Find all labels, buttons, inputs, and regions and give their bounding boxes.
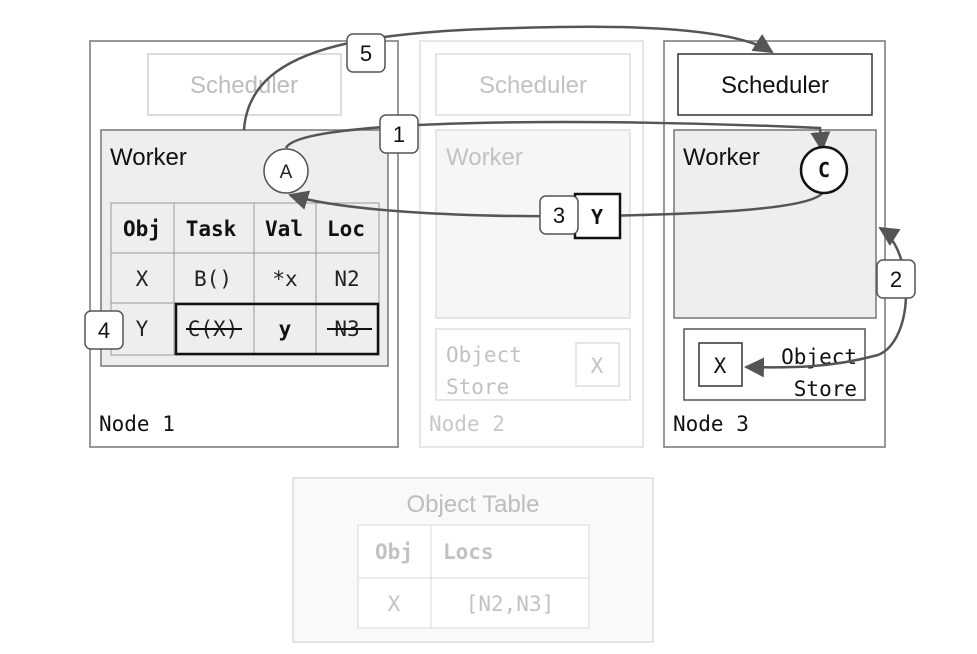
node-2-scheduler [435,53,631,116]
node-2: Scheduler Worker Object Store X Node 2 [419,40,644,448]
worker-table-cell: N2 [334,267,359,291]
node-2-label: Node 2 [429,412,505,436]
step-badge-4: 4 [84,310,124,350]
node-2-scheduler-label: Scheduler [479,72,587,99]
node-3-scheduler [677,53,873,116]
object-table: Object Table Obj Locs X [N2,N3] [292,477,654,643]
node-3-worker-label: Worker [683,144,760,171]
node-3: Scheduler Worker Object Store X Node 3 [663,40,886,448]
worker-table-cell: B() [194,267,232,291]
node-3-label: Node 3 [673,412,749,436]
task-a-label: A [280,162,293,183]
step-badge-1-label: 1 [393,122,405,147]
step-badge-3-label: 3 [553,203,565,228]
node-2-object-x-label: X [591,354,604,378]
node-3-object-x [698,342,743,387]
node-3-object-x-label: X [714,354,727,378]
step-badge-2-label: 2 [890,267,902,292]
task-c: C [799,145,849,195]
node-2-store-label: Store [446,375,509,399]
worker-table: Obj Task Val Loc X B() *x N2 Y C(X) y N3 [110,202,380,356]
step-badge-4-label: 4 [98,318,110,343]
worker-table-cell: Y [136,317,149,341]
result-object-y-label: Y [591,205,603,229]
worker-table-header-val: Val [265,217,303,241]
step-badge-1: 1 [379,114,419,154]
node-3-scheduler-label: Scheduler [721,72,829,99]
arrow-step-1 [284,120,831,152]
worker-table-cell-value: y [279,317,292,341]
node-2-object-x [575,342,620,387]
object-table-title: Object Table [407,491,540,518]
node-1-scheduler: Scheduler [147,53,342,116]
object-table-cell: X [388,592,401,616]
task-a: A [263,148,309,194]
node-1: Scheduler Worker Obj Task Val Loc X B() … [89,40,399,448]
object-table-header-locs: Locs [443,540,494,564]
worker-table-highlight [174,302,380,356]
task-c-label: C [818,158,830,182]
step-badge-3: 3 [539,195,579,235]
worker-table-header-obj: Obj [123,217,161,241]
node-1-scheduler-label: Scheduler [190,72,298,99]
step-badge-2: 2 [876,259,916,299]
node-3-store-label: Store [794,377,857,401]
node-1-worker-label: Worker [110,144,187,171]
worker-table-cell: X [136,267,149,291]
step-badge-5-label: 5 [360,41,372,66]
worker-table-header-task: Task [186,217,237,241]
object-table-header-obj: Obj [375,540,413,564]
node-1-label: Node 1 [99,412,175,436]
worker-table-header-loc: Loc [327,217,365,241]
worker-table-cell: *x [272,267,297,291]
arrow-step-5 [242,25,774,131]
node-2-worker-label: Worker [446,144,523,171]
result-object-y: Y [573,192,622,240]
step-badge-5: 5 [346,33,386,73]
object-table-cell: [N2,N3] [466,592,555,616]
node-2-store-label: Object [446,343,522,367]
